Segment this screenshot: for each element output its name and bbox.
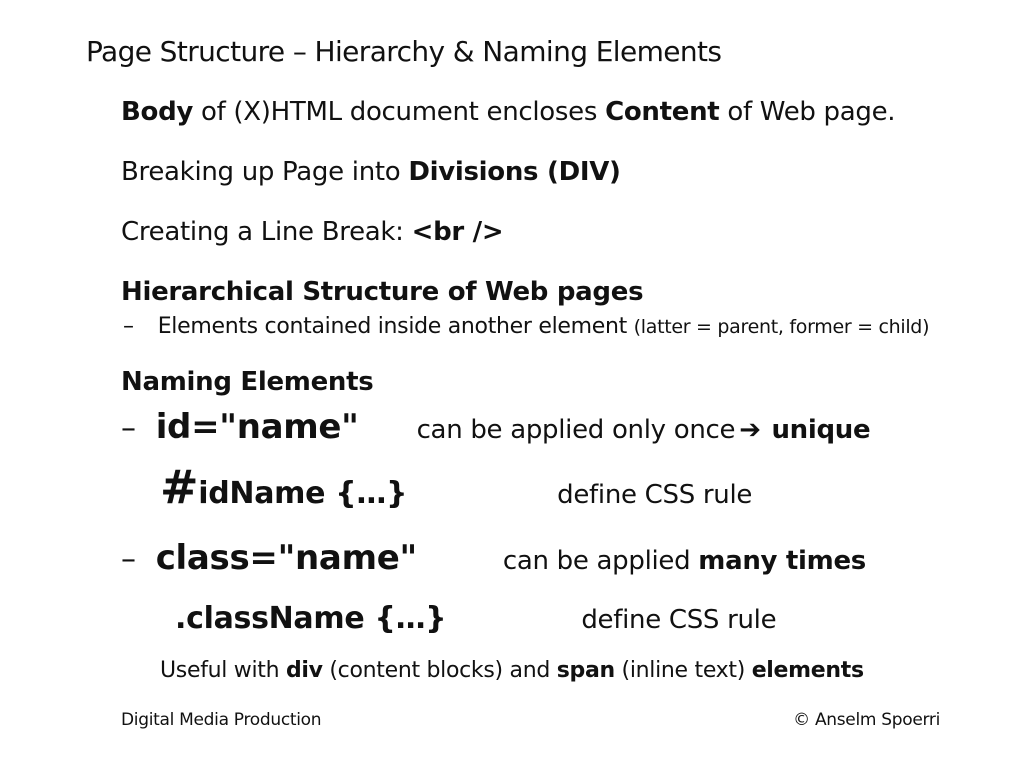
dash-bullet: –: [121, 411, 136, 446]
id-css-text: define CSS rule: [557, 480, 753, 510]
useful-line: Useful with div (content blocks) and spa…: [160, 660, 864, 682]
class-bullet: – class="name" can be applied many times: [121, 541, 866, 575]
hierarchical-heading-text: Hierarchical Structure of Web pages: [121, 277, 644, 307]
footer-left: Digital Media Production: [121, 710, 322, 730]
id-bullet-text: can be applied only once: [416, 415, 736, 445]
arrow-right-icon: ➔: [739, 415, 761, 445]
hierarchy-bullet-note: (latter = parent, former = child): [633, 316, 930, 338]
id-css-line: # idName {…} define CSS rule: [160, 464, 752, 510]
useful-bold-elements: elements: [751, 658, 864, 683]
hash-symbol: #: [160, 460, 199, 514]
linebreak-line-code: <br />: [411, 217, 504, 247]
id-selector-code: idName {…}: [198, 476, 408, 511]
page-title-text: Page Structure – Hierarchy & Naming Elem…: [86, 35, 722, 68]
footer-copyright-text: © Anselm Spoerri: [793, 710, 940, 730]
id-bullet-bold: unique: [762, 415, 871, 445]
linebreak-line: Creating a Line Break: <br />: [121, 217, 504, 247]
dash-bullet: –: [123, 314, 134, 339]
useful-bold-div: div: [285, 658, 323, 683]
class-css-line: .className {…} define CSS rule: [175, 601, 777, 636]
useful-bold-span: span: [556, 658, 615, 683]
id-attribute-code: id="name": [155, 407, 359, 447]
breaking-line-bold: Divisions (DIV): [408, 157, 621, 187]
useful-text-2: (content blocks) and: [322, 658, 557, 683]
class-css-text: define CSS rule: [581, 605, 777, 635]
footer-left-text: Digital Media Production: [121, 710, 322, 730]
class-selector-code: .className {…}: [175, 601, 447, 636]
breaking-line: Breaking up Page into Divisions (DIV): [121, 159, 621, 185]
useful-text-3: (inline text): [614, 658, 752, 683]
body-line: Body of (X)HTML document encloses Conten…: [121, 97, 896, 127]
footer-right: © Anselm Spoerri: [793, 712, 940, 729]
class-bullet-bold: many times: [698, 546, 866, 576]
useful-text-1: Useful with: [160, 658, 286, 683]
body-line-text-1: of (X)HTML document encloses: [193, 97, 606, 127]
dash-bullet: –: [121, 542, 136, 577]
class-bullet-text: can be applied: [502, 546, 699, 576]
body-line-text-2: of Web page.: [719, 97, 896, 127]
breaking-line-text: Breaking up Page into: [121, 157, 409, 187]
body-line-bold-2: Content: [605, 97, 720, 127]
linebreak-line-text: Creating a Line Break:: [121, 217, 412, 247]
naming-heading-text: Naming Elements: [121, 367, 374, 397]
naming-heading: Naming Elements: [121, 367, 374, 397]
hierarchy-bullet: – Elements contained inside another elem…: [123, 316, 929, 338]
page-title: Page Structure – Hierarchy & Naming Elem…: [86, 35, 722, 68]
id-bullet: – id="name" can be applied only once ➔ u…: [121, 407, 871, 447]
hierarchy-bullet-text: Elements contained inside another elemen…: [157, 314, 634, 339]
hierarchical-heading: Hierarchical Structure of Web pages: [121, 277, 644, 307]
class-attribute-code: class="name": [155, 538, 417, 578]
body-line-bold-1: Body: [121, 97, 194, 127]
